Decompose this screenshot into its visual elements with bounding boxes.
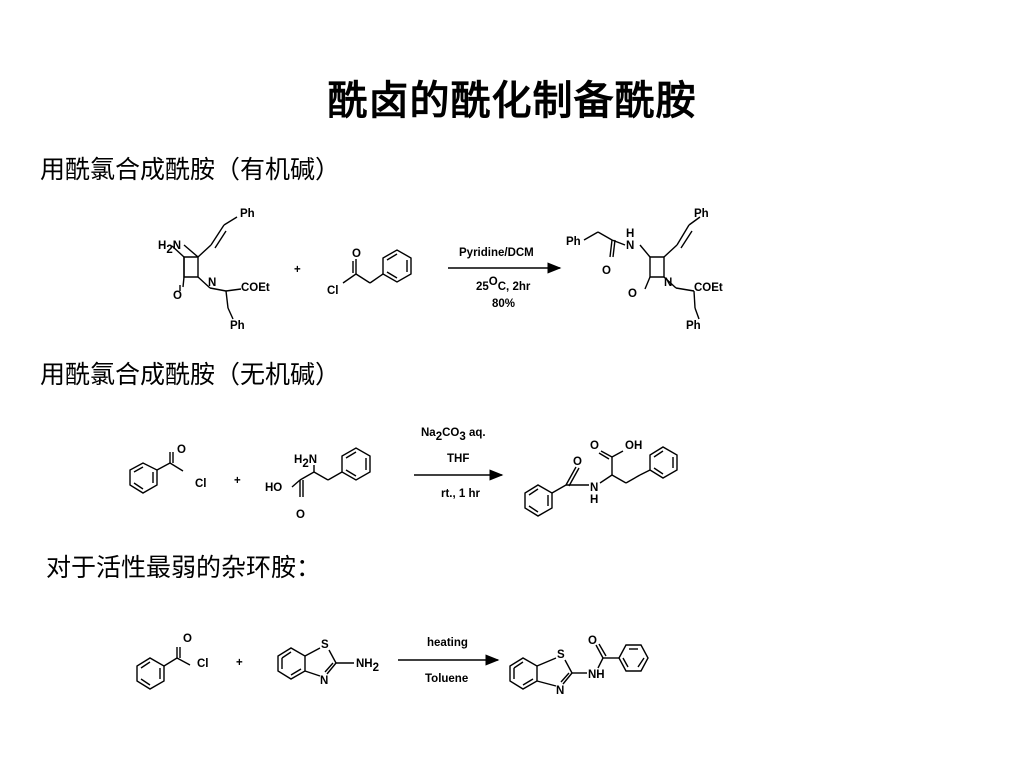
atom-o-lactam: O [628,288,637,300]
plus-sign: + [294,264,301,276]
reaction1-yield: 80% [492,298,515,310]
atom-coet: COEt [694,282,723,294]
atom-h2n: H2N [158,240,181,256]
atom-nh-h: H [590,494,598,506]
benzothiazolyl-benzamide: S N NH O [509,635,649,697]
atom-n: N [556,685,564,697]
atom-o: O [296,509,305,521]
reaction-scheme-3: O Cl + S N NH2 heating Toluene [136,633,649,697]
atom-cl: Cl [195,478,207,490]
reaction2-solvent: THF [447,453,469,465]
reaction2-reagent: Na2CO3 aq. [421,427,486,443]
heading-weak-heterocyclic-amine: 对于活性最弱的杂环胺： [46,553,322,582]
atom-o: O [173,290,182,302]
reaction2-time: rt., 1 hr [441,488,481,500]
atom-cl: Cl [197,658,209,670]
atom-ho: HO [265,482,282,494]
atom-nh-h: H [626,228,634,240]
atom-s: S [557,649,565,661]
benzoyl-chloride: O Cl [129,444,207,494]
reaction-scheme-2: O Cl + H2N HO O Na2CO3 aq. THF rt., 1 hr [129,427,678,521]
atom-o-amide: O [602,265,611,277]
atom-o-acid: O [590,440,599,452]
atom-n: N [664,277,672,289]
atom-oh: OH [625,440,642,452]
reaction1-conditions: 25OC, 2hr [476,276,531,293]
atom-ph-lower: Ph [230,320,245,332]
atom-o: O [588,635,597,647]
reaction-scheme-1: Ph H2N N O COEt Ph + O Cl Pyridine/DCM 2… [158,208,723,332]
atom-nh: NH [588,669,605,681]
reaction3-above: heating [427,637,468,649]
heading-inorganic-base: 用酰氯合成酰胺（无机碱） [40,360,341,389]
atom-h2n: H2N [294,454,317,470]
atom-ph-left: Ph [566,236,581,248]
phenylacetyl-chloride: O Cl [327,248,412,297]
atom-ph-lower: Ph [686,320,701,332]
atom-nh-n: N [626,240,634,252]
n-benzoyl-phenylalanine: O N H O OH [524,440,678,517]
beta-lactam-reactant: Ph H2N N O COEt Ph [158,208,270,332]
atom-nh2: NH2 [356,658,379,674]
atom-o: O [177,444,186,456]
atom-coet: COEt [241,282,270,294]
heading-organic-base: 用酰氯合成酰胺（有机碱） [40,155,341,184]
phenylalanine: H2N HO O [265,447,371,521]
benzoyl-chloride: O Cl [136,633,209,690]
atom-s: S [321,639,329,651]
atom-n: N [320,675,328,687]
atom-nh-n: N [590,482,598,494]
atom-o: O [183,633,192,645]
beta-lactam-product: Ph Ph H N O N O COEt Ph [566,208,723,332]
plus-sign: + [234,475,241,487]
reaction3-below: Toluene [425,673,468,685]
atom-o-amide: O [573,456,582,468]
atom-ph: Ph [240,208,255,220]
atom-n: N [208,277,216,289]
plus-sign: + [236,657,243,669]
2-aminobenzothiazole: S N NH2 [277,639,379,687]
reaction1-reagent: Pyridine/DCM [459,247,534,259]
atom-cl: Cl [327,285,339,297]
atom-o: O [352,248,361,260]
slide-title: 酰卤的酰化制备酰胺 [327,77,697,124]
atom-ph: Ph [694,208,709,220]
